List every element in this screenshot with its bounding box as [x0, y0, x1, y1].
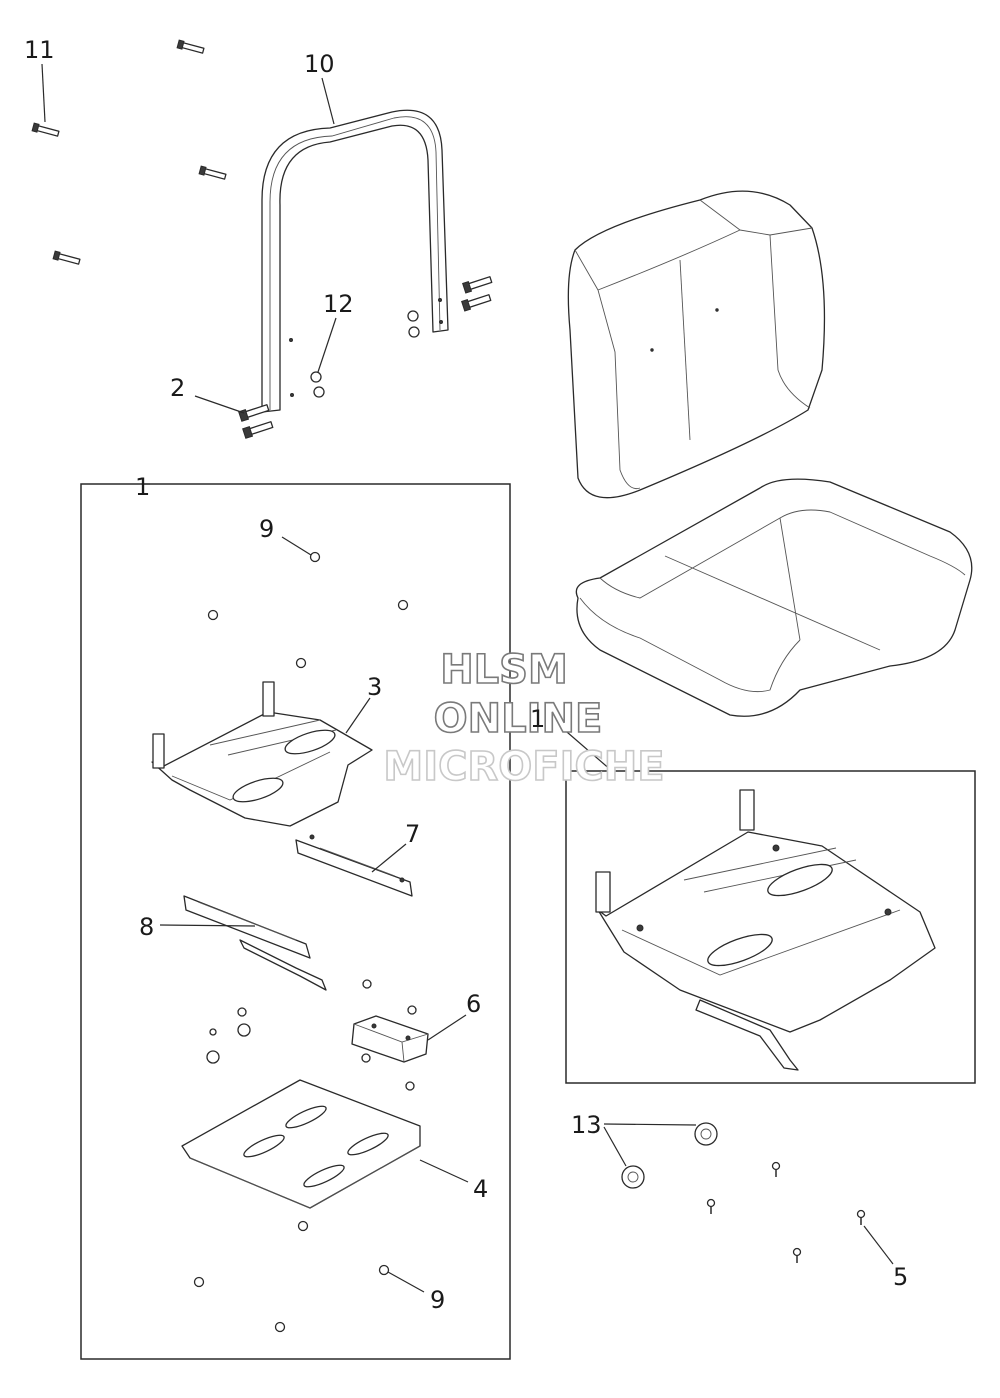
callout-5: 5 — [893, 1263, 908, 1291]
watermark: HLSM ONLINE MICROFICHE — [383, 646, 666, 791]
slide-rail-8 — [159, 895, 327, 991]
nut-group-9-bottom — [193, 1220, 425, 1333]
callout-11: 11 — [24, 36, 55, 64]
seat-pan-3 — [151, 681, 373, 827]
callout-7: 7 — [405, 820, 420, 848]
callout-4: 4 — [473, 1175, 488, 1203]
bolt-group-2 — [194, 395, 274, 439]
inset-box-assembled — [565, 770, 976, 1084]
screw-group-5 — [706, 1161, 894, 1265]
bolt-group-11 — [31, 39, 227, 265]
bumper-group-13 — [603, 1122, 718, 1189]
callout-3: 3 — [367, 673, 382, 701]
callout-1-box: 1 — [135, 473, 150, 501]
assembly-box-1 — [80, 483, 511, 1360]
nut-group-9-top — [207, 536, 409, 669]
callout-13: 13 — [571, 1111, 602, 1139]
callout-2: 2 — [170, 374, 185, 402]
spacer-block-6 — [351, 1014, 467, 1063]
callout-10: 10 — [304, 50, 335, 78]
watermark-line-2: ONLINE — [434, 696, 603, 742]
seat-bottom-cushion — [575, 478, 973, 717]
seat-back-cushion — [567, 190, 826, 499]
inset-assembly — [595, 789, 936, 1071]
callout-1-inset: 1 — [530, 705, 545, 733]
handle-bolts — [407, 276, 493, 338]
watermark-line-3: MICROFICHE — [383, 744, 664, 790]
callout-12: 12 — [323, 290, 354, 318]
nut-group-12 — [310, 317, 337, 398]
base-plate-4 — [181, 1079, 469, 1209]
callout-9-bottom: 9 — [430, 1286, 445, 1314]
slide-rail-7 — [295, 834, 413, 897]
callout-6: 6 — [466, 990, 481, 1018]
callout-8: 8 — [139, 913, 154, 941]
watermark-line-1: HLSM — [440, 647, 568, 693]
handle-bar-10 — [261, 77, 449, 413]
callout-9-top: 9 — [259, 515, 274, 543]
hardware-group — [206, 979, 417, 1091]
